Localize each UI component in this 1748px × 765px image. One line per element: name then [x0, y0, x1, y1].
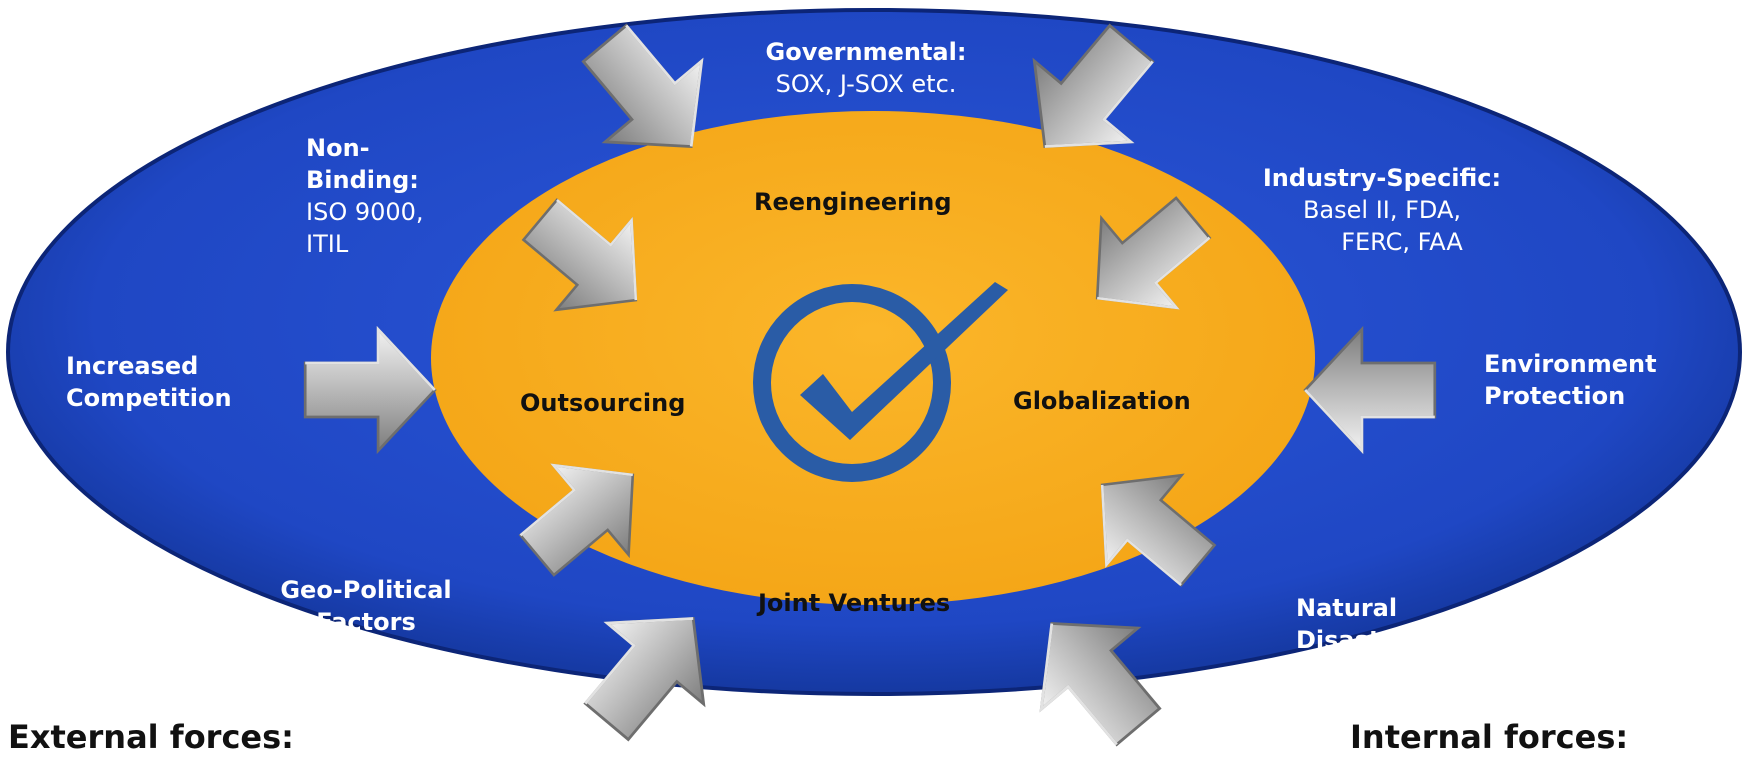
- industry-specific-label: Industry-Specific: Basel II, FDA, FERC, …: [1232, 162, 1532, 258]
- globalization-label: Globalization: [1013, 387, 1191, 415]
- governmental-detail: SOX, J-SOX etc.: [775, 70, 957, 98]
- industry-specific-detail-line1: Basel II, FDA,: [1302, 196, 1462, 224]
- increased-competition-label: Increased Competition: [66, 350, 296, 414]
- environment-protection-line2: Protection: [1484, 382, 1626, 410]
- non-binding-detail-line2: ITIL: [306, 230, 349, 258]
- joint-ventures-label: Joint Ventures: [758, 589, 951, 617]
- geo-political-line2: Factors: [316, 608, 416, 636]
- geo-political-line1: Geo-Political: [280, 576, 452, 604]
- non-binding-title-line1: Non-: [306, 134, 370, 162]
- industry-specific-title: Industry-Specific:: [1262, 164, 1502, 192]
- non-binding-label: Non- Binding: ISO 9000, ITIL: [306, 132, 486, 260]
- natural-disasters-line2: Disasters: [1296, 626, 1423, 654]
- environment-protection-label: Environment Protection: [1484, 348, 1714, 412]
- industry-specific-detail-line2: FERC, FAA: [1341, 228, 1463, 256]
- natural-disasters-line1: Natural: [1296, 594, 1398, 622]
- governmental-label: Governmental: SOX, J-SOX etc.: [736, 36, 996, 100]
- internal-forces-caption: Internal forces:: [1350, 718, 1629, 756]
- non-binding-detail-line1: ISO 9000,: [306, 198, 424, 226]
- increased-competition-line1: Increased: [66, 352, 199, 380]
- inner-ellipse: [431, 111, 1315, 605]
- external-forces-caption: External forces:: [8, 718, 294, 756]
- environment-protection-line1: Environment: [1484, 350, 1657, 378]
- geo-political-label: Geo-Political Factors: [246, 574, 486, 638]
- natural-disasters-label: Natural Disasters: [1296, 592, 1496, 656]
- non-binding-title-line2: Binding:: [306, 166, 419, 194]
- outsourcing-label: Outsourcing: [520, 389, 686, 417]
- governmental-title: Governmental:: [765, 38, 967, 66]
- checkmark-icon: [753, 282, 1008, 482]
- increased-competition-line2: Competition: [66, 384, 232, 412]
- reengineering-label: Reengineering: [754, 188, 952, 216]
